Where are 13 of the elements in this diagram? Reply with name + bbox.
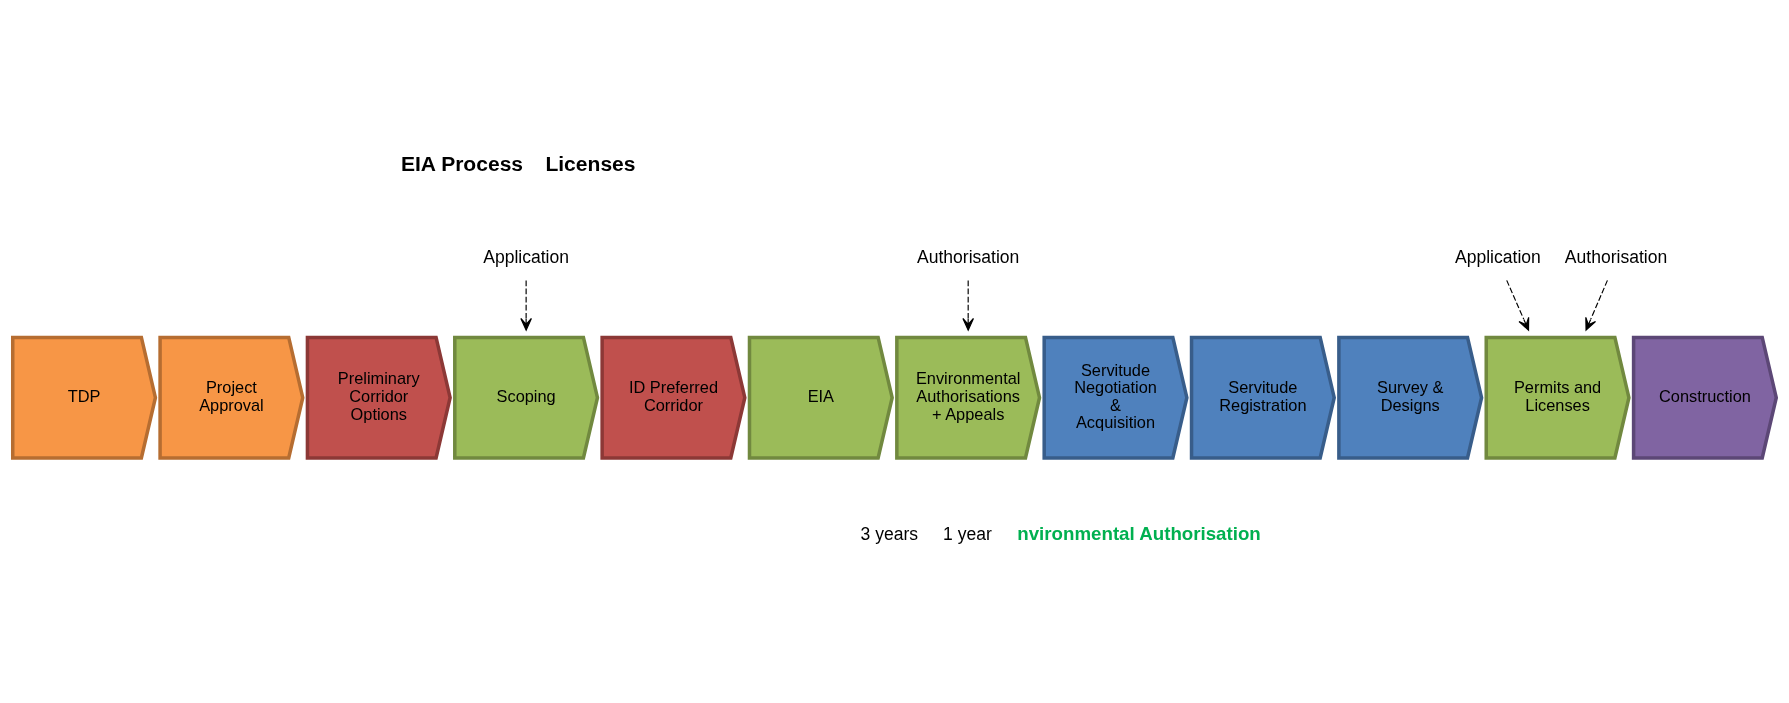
- arrow: [962, 279, 975, 331]
- label: Licenses: [545, 151, 636, 175]
- label: EIA Process: [400, 151, 524, 175]
- node-text: Application: [1455, 247, 1541, 268]
- arrow: [1585, 279, 1608, 331]
- label: 1 year: [943, 524, 992, 545]
- label: nvironmental Authorisation: [1017, 522, 1261, 544]
- arrow: [1506, 279, 1530, 331]
- node-text: Authorisation: [917, 247, 1020, 268]
- arrow: [520, 279, 532, 331]
- node-text: Authorisation: [1564, 247, 1668, 268]
- node-text: Application: [483, 247, 570, 268]
- label: 3 years: [860, 524, 919, 545]
